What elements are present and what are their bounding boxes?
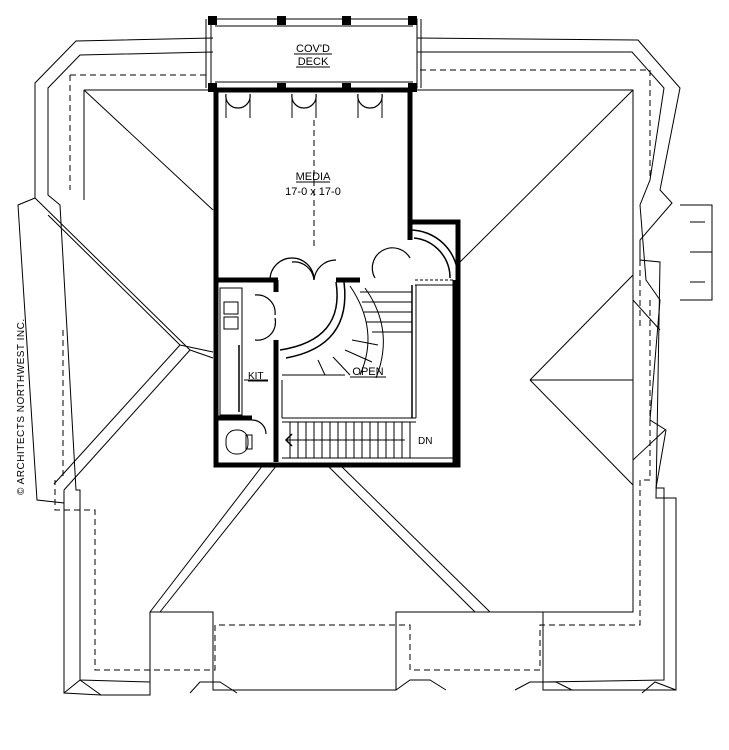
- media-room-size: 17-0 x 17-0: [285, 186, 341, 198]
- copyright-text: © ARCHITECTS NORTHWEST INC.: [16, 318, 27, 495]
- media-room-label: MEDIA: [296, 171, 332, 183]
- open-label: OPEN: [352, 366, 383, 378]
- stair-down-label: DN: [418, 436, 432, 447]
- walls: [213, 87, 461, 468]
- doors: [225, 93, 459, 435]
- toilet-icon: [225, 429, 253, 455]
- lower-walls-dashed: [54, 69, 651, 671]
- kitchen-counter: [219, 287, 268, 416]
- deck-label-line1: COV'D: [296, 43, 330, 55]
- roof-outline: [17, 37, 713, 696]
- deck-label-line2: DECK: [298, 56, 329, 68]
- kitchen-label: KIT: [248, 371, 264, 382]
- stairs: [279, 279, 455, 459]
